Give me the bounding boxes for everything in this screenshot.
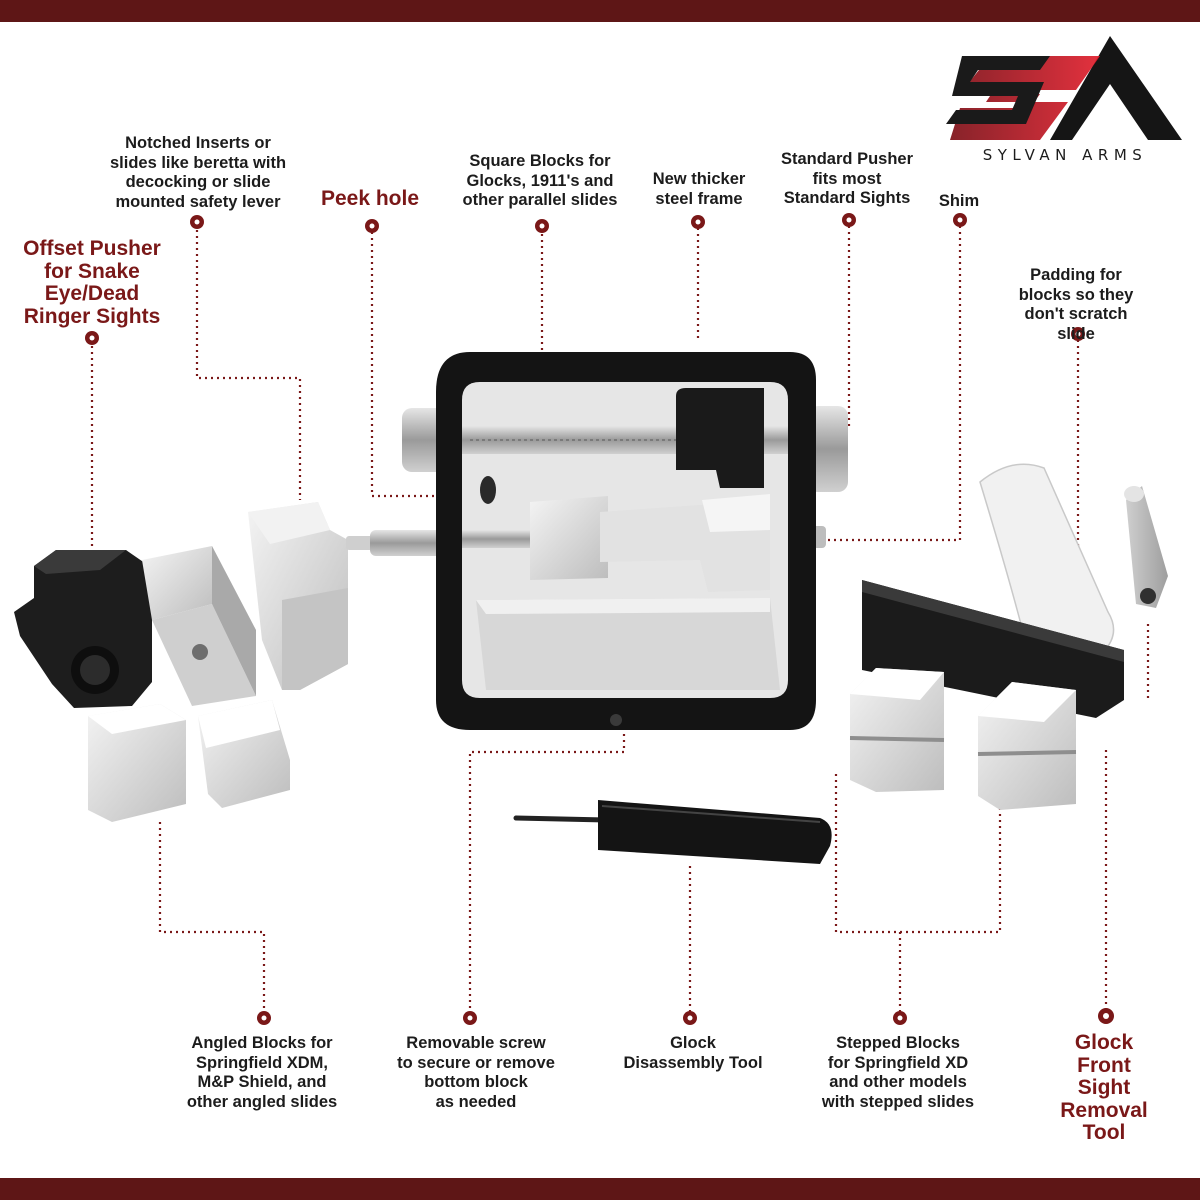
marker-glock-tool (683, 1011, 697, 1025)
label-padding: Padding for blocks so they don't scratch… (1018, 266, 1134, 343)
callout-markers (85, 213, 1114, 1025)
marker-notched-inserts (190, 215, 204, 229)
label-steel-frame: New thicker steel frame (652, 170, 746, 208)
angled-blocks-group (88, 502, 348, 822)
marker-glock-front-tool (1098, 1008, 1114, 1024)
glock-disassembly-tool (513, 800, 832, 864)
label-glock-front-tool: Glock Front Sight Removal Tool (1060, 1031, 1148, 1144)
marker-peek-hole (365, 219, 379, 233)
marker-removable-screw (463, 1011, 477, 1025)
bottom-border-band (0, 1178, 1200, 1200)
label-stepped-blocks: Stepped Blocks for Springfield XD and ot… (821, 1034, 975, 1111)
brand-name: SYLVAN ARMS (982, 146, 1148, 164)
marker-offset-pusher (85, 331, 99, 345)
glock-front-sight-tool (1124, 486, 1168, 608)
label-removable-screw: Removable screw to secure or remove bott… (397, 1034, 555, 1111)
top-border-band (0, 0, 1200, 22)
sylvan-arms-logo (946, 36, 1182, 140)
marker-angled-blocks (257, 1011, 271, 1025)
label-offset-pusher: Offset Pusher for Snake Eye/Dead Ringer … (23, 237, 161, 328)
label-shim: Shim (938, 192, 980, 210)
marker-square-blocks (535, 219, 549, 233)
label-peek-hole: Peek hole (320, 187, 420, 210)
label-angled-blocks: Angled Blocks for Springfield XDM, M&P S… (186, 1034, 338, 1111)
sight-pusher-tool (346, 352, 848, 730)
offset-pusher-part (14, 550, 152, 708)
label-square-blocks: Square Blocks for Glocks, 1911's and oth… (462, 152, 618, 209)
marker-shim (953, 213, 967, 227)
marker-padding (1071, 327, 1085, 341)
padding-and-shim (862, 463, 1124, 718)
marker-stepped-blocks (893, 1011, 907, 1025)
marker-standard-pusher (842, 213, 856, 227)
label-standard-pusher: Standard Pusher fits most Standard Sight… (780, 150, 914, 207)
stepped-blocks-group (849, 668, 1077, 810)
marker-steel-frame (691, 215, 705, 229)
label-glock-tool: Glock Disassembly Tool (623, 1034, 763, 1072)
label-notched-inserts: Notched Inserts or slides like beretta w… (109, 134, 287, 211)
